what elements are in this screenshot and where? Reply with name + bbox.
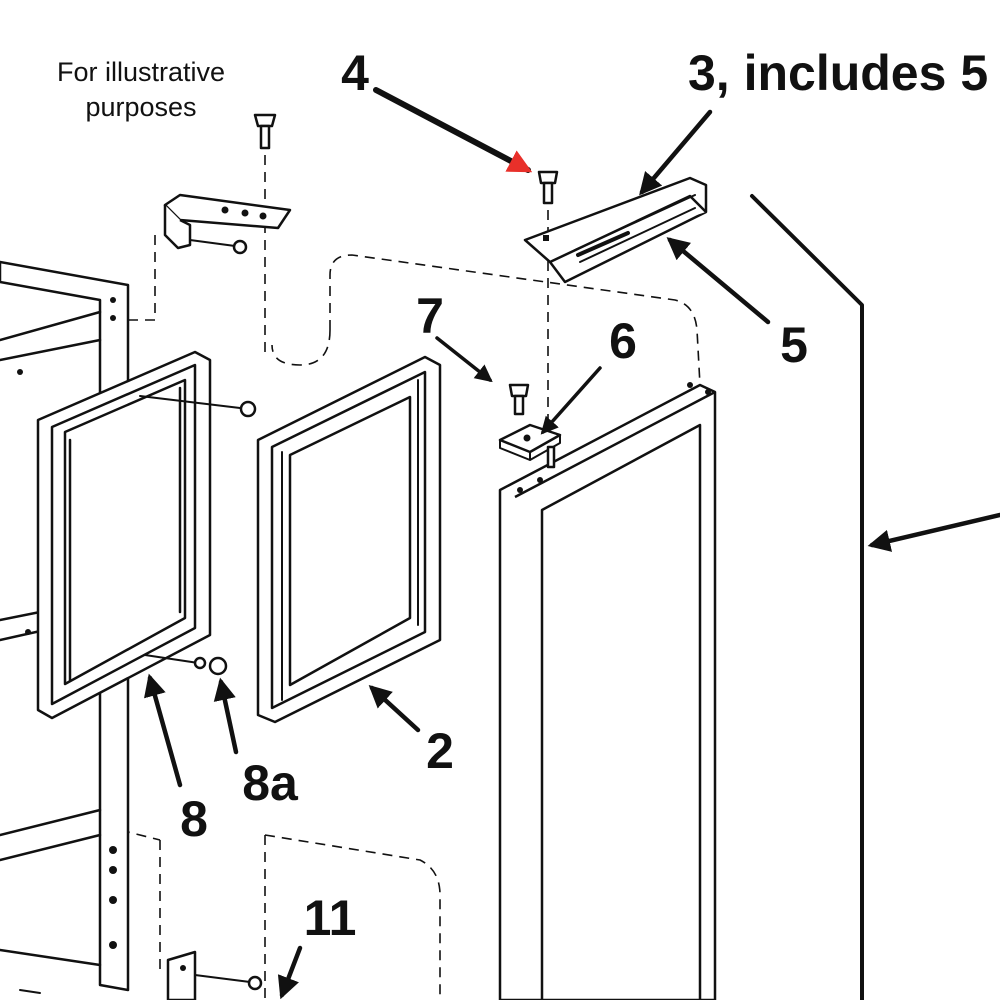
callout-2: 2 bbox=[426, 723, 454, 779]
leader-arrow-2 bbox=[368, 684, 421, 733]
door-panel bbox=[498, 382, 717, 1000]
callout-3-includes-5: 3, includes 5 bbox=[688, 45, 988, 101]
side-panel-edge bbox=[750, 194, 864, 1000]
part-8a-screw bbox=[144, 654, 228, 676]
illustrative-note-line1: For illustrative bbox=[57, 57, 225, 87]
frame-screw-upper bbox=[139, 395, 257, 418]
leader-arrow-1 bbox=[867, 512, 1000, 552]
illustrative-note-line2: purposes bbox=[85, 92, 196, 122]
leader-arrow-5 bbox=[666, 237, 771, 325]
door-outline-lower bbox=[264, 834, 441, 1000]
part-8-door-frame bbox=[36, 350, 212, 720]
part-3-handle bbox=[523, 176, 708, 284]
upper-hinge-screw bbox=[253, 113, 277, 150]
callout-4: 4 bbox=[341, 45, 369, 101]
callout-11: 11 bbox=[304, 890, 357, 946]
leader-arrow-6 bbox=[540, 366, 602, 435]
hinge-guide-dashed bbox=[118, 155, 266, 355]
leader-arrow-8a bbox=[213, 677, 239, 755]
lower-cabinet-screw bbox=[19, 989, 41, 994]
part-2-gasket bbox=[256, 355, 442, 724]
callout-6: 6 bbox=[609, 313, 637, 369]
callout-8: 8 bbox=[180, 791, 208, 847]
part-4-screw bbox=[537, 170, 559, 205]
red-highlight-arrow-4 bbox=[373, 87, 533, 173]
part-7-screw bbox=[508, 383, 530, 416]
leader-arrow-8 bbox=[144, 673, 183, 788]
callout-5: 5 bbox=[780, 317, 808, 373]
leader-arrow-7 bbox=[435, 336, 493, 383]
callout-8a: 8a bbox=[242, 755, 299, 811]
upper-hinge-bracket bbox=[163, 193, 292, 255]
leader-arrows bbox=[144, 87, 1000, 1000]
lower-hinge-bracket bbox=[166, 950, 263, 1000]
leader-arrow-3 bbox=[639, 109, 713, 196]
leader-arrow-11 bbox=[277, 945, 303, 1000]
door-outline-upper bbox=[271, 254, 701, 386]
part-6-plate bbox=[498, 423, 562, 469]
callout-7: 7 bbox=[416, 288, 444, 344]
